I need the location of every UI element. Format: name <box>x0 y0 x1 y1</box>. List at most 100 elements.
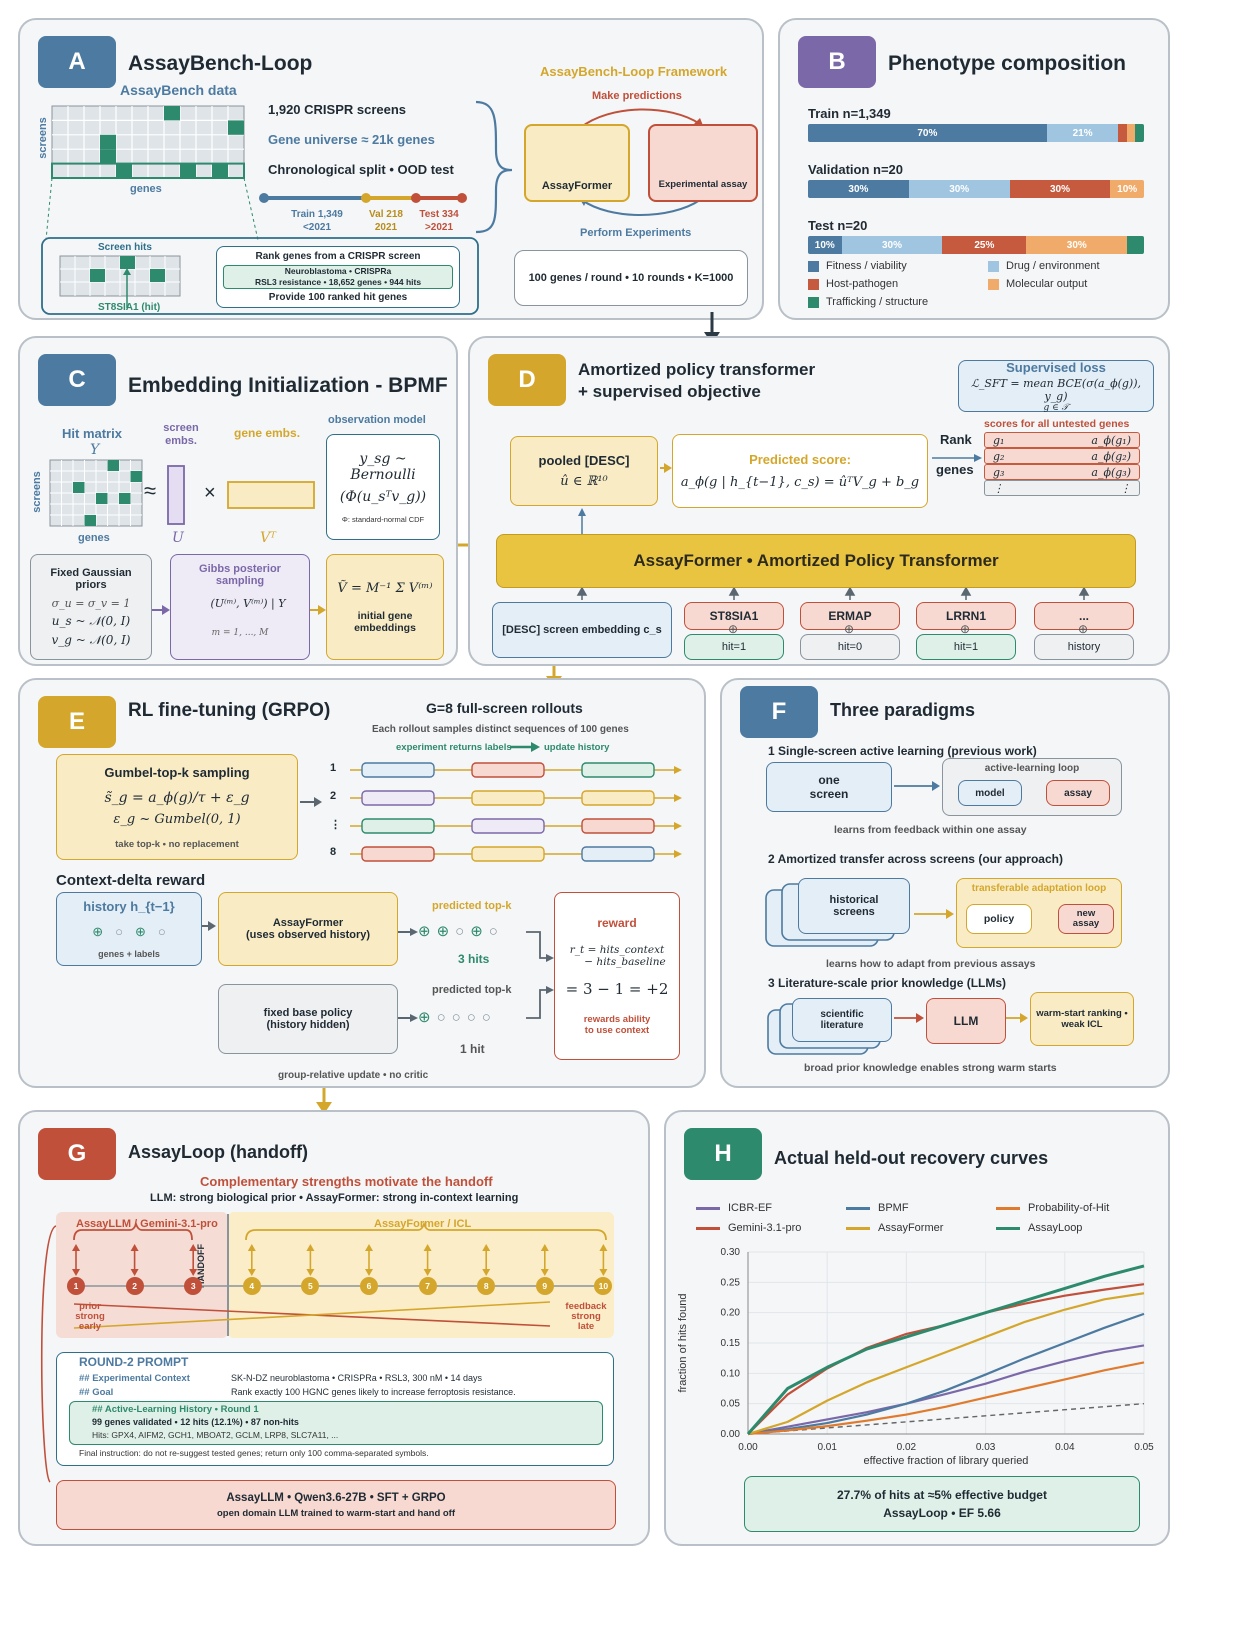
paradigm-3-title: 3 Literature-scale prior knowledge (LLMs… <box>768 976 1007 990</box>
topk-dots-context: ⊕⊕○⊕○ <box>418 923 504 940</box>
x-tick-label: 0.03 <box>976 1442 996 1453</box>
plus-icon: ⊕ <box>728 622 739 636</box>
hit-matrix-label: Hit matrix <box>62 426 122 441</box>
gene-token: LRRN1 <box>916 602 1016 630</box>
panel-a-title: AssayBench-Loop <box>128 52 313 75</box>
priors-title: Fixed Gaussian priors <box>50 566 132 591</box>
pred-topk-2: predicted top-k <box>432 984 512 996</box>
y-axis-label: fraction of hits found <box>677 1293 689 1392</box>
x-tick-label: 0.00 <box>738 1442 758 1453</box>
round-number: 9 <box>542 1281 548 1291</box>
approx-symbol: ≈ <box>144 478 157 503</box>
badge-h: H <box>684 1128 762 1180</box>
legend-label: Molecular output <box>1006 278 1088 290</box>
init-eq: Ṽ = M⁻¹ Σ V⁽ᵐ⁾ <box>337 580 433 596</box>
gene-id: ⋮ <box>993 481 1004 495</box>
new-assay-label: new assay <box>1072 908 1100 929</box>
gene-token: ERMAP <box>800 602 900 630</box>
priors-box: Fixed Gaussian priors σ_u = σ_v = 1 u_s … <box>30 554 152 660</box>
rollout-segment <box>471 818 545 834</box>
split-val-sub: 2021 <box>374 222 398 233</box>
gumbel-title: Gumbel-top-k sampling <box>104 764 250 780</box>
round-node: 2 <box>125 1277 144 1295</box>
rank-tag-2: RSL3 resistance • 18,652 genes • 944 hit… <box>254 277 422 287</box>
initial-embeddings-box: Ṽ = M⁻¹ Σ V⁽ᵐ⁾ initial gene embeddings <box>326 554 444 660</box>
axis-screens-label: screens <box>36 117 49 159</box>
rollout-arrowhead <box>674 766 682 774</box>
plus-icon: ⊕ <box>844 622 855 636</box>
desc-token-box: [DESC] screen embedding c_s <box>492 602 672 658</box>
round-node: 1 <box>67 1277 85 1295</box>
prompt-final-instruction: Final instruction: do not re-suggest tes… <box>79 1448 429 1458</box>
rollout-arrowhead <box>674 850 682 858</box>
random-baseline-line <box>747 1402 1145 1435</box>
warm-start-box: warm-start ranking • weak ICL <box>1030 992 1134 1046</box>
reward-note-2: to use context <box>584 1025 650 1036</box>
gene-token: ... <box>1034 602 1134 630</box>
history-dots: ⊕○ ⊕○ <box>92 924 166 940</box>
hit-dot-icon: ⊕ <box>92 923 104 939</box>
round-arrow-up <box>72 1244 80 1251</box>
rollout-index: 2 <box>330 790 337 802</box>
x-tick-label: 0.04 <box>1055 1442 1075 1453</box>
round-arrow-down <box>130 1269 139 1276</box>
x-tick-label: 0.02 <box>897 1442 917 1453</box>
rollouts-title: G=8 full-screen rollouts <box>426 700 583 716</box>
screens-axis: screens <box>30 471 43 513</box>
panel-d-title-2: + supervised objective <box>578 382 761 401</box>
y-tick-label: 0.20 <box>721 1308 741 1319</box>
round-arrow-down <box>189 1269 198 1276</box>
chart-legend-label: Probability-of-Hit <box>1028 1202 1110 1214</box>
gene-id: g₂ <box>993 449 1005 463</box>
rollout-segment <box>361 790 435 806</box>
history-box: history h_{t−1} ⊕○ ⊕○ genes + labels <box>56 892 202 966</box>
rollouts-sub: Each rollout samples distinct sequences … <box>372 724 629 735</box>
assayllm-sub: open domain LLM trained to warm-start an… <box>216 1507 456 1519</box>
phenotype-segment: 30% <box>808 180 909 198</box>
topk-dots-base: ⊕○○○○ <box>418 1009 497 1026</box>
screen-hits-grid <box>59 255 181 308</box>
history-token-label: hit=1 <box>721 641 747 653</box>
round-arrow-up <box>130 1244 139 1251</box>
gene-token: ST8SIA1 <box>684 602 784 630</box>
panel-g: G AssayLoop (handoff) Complementary stre… <box>18 1110 650 1546</box>
legend-label: Fitness / viability <box>826 260 907 272</box>
llm-label: LLM <box>953 1014 979 1028</box>
experimental-assay-label: Experimental assay <box>658 179 748 190</box>
af-title: AssayFormer <box>272 917 344 929</box>
prompt-goal-key: ## Goal <box>79 1387 114 1398</box>
desc-token-label: [DESC] screen embedding c_s <box>502 624 662 636</box>
round-arrow-down <box>365 1269 373 1276</box>
gene-token-label: LRRN1 <box>945 609 986 623</box>
legend-swatch <box>808 260 819 272</box>
round-number: 6 <box>366 1281 372 1291</box>
panel-c: C Embedding Initialization - BPMF Hit ma… <box>18 336 458 666</box>
history-token: hit=1 <box>684 634 784 660</box>
predicted-score-eq: a_ϕ(g | h_{t−1}, c_s) = ûᵀV_g + b_g <box>680 475 920 490</box>
round-arrow-up <box>365 1244 373 1251</box>
round-number: 4 <box>249 1281 255 1291</box>
round-node: 4 <box>242 1277 261 1295</box>
loss-sub: g ∈ 𝒯 <box>1043 402 1069 413</box>
y-tick-label: 0.10 <box>721 1368 741 1379</box>
round-number: 7 <box>425 1281 430 1291</box>
panel-f-title: Three paradigms <box>830 700 976 720</box>
panel-d-title-1: Amortized policy transformer <box>578 360 816 379</box>
legend-label: Drug / environment <box>1006 260 1100 272</box>
phenotype-row-label: Test n=20 <box>808 218 868 233</box>
x-tick-label: 0.05 <box>1134 1442 1154 1453</box>
phenotype-row-label: Train n=1,349 <box>808 106 891 121</box>
gumbel-eq-2: ε_g ~ Gumbel(0, 1) <box>113 811 241 827</box>
phenotype-segment <box>1118 124 1127 142</box>
llm-box: LLM <box>926 998 1006 1044</box>
llm-zone-label: AssayLLM / Gemini-3.1-pro <box>76 1218 218 1230</box>
panel-g-title: AssayLoop (handoff) <box>128 1142 308 1162</box>
panel-h-title: Actual held-out recovery curves <box>774 1148 1049 1168</box>
rollout-segment <box>581 818 655 834</box>
legend-item: Host-pathogen <box>808 278 898 290</box>
